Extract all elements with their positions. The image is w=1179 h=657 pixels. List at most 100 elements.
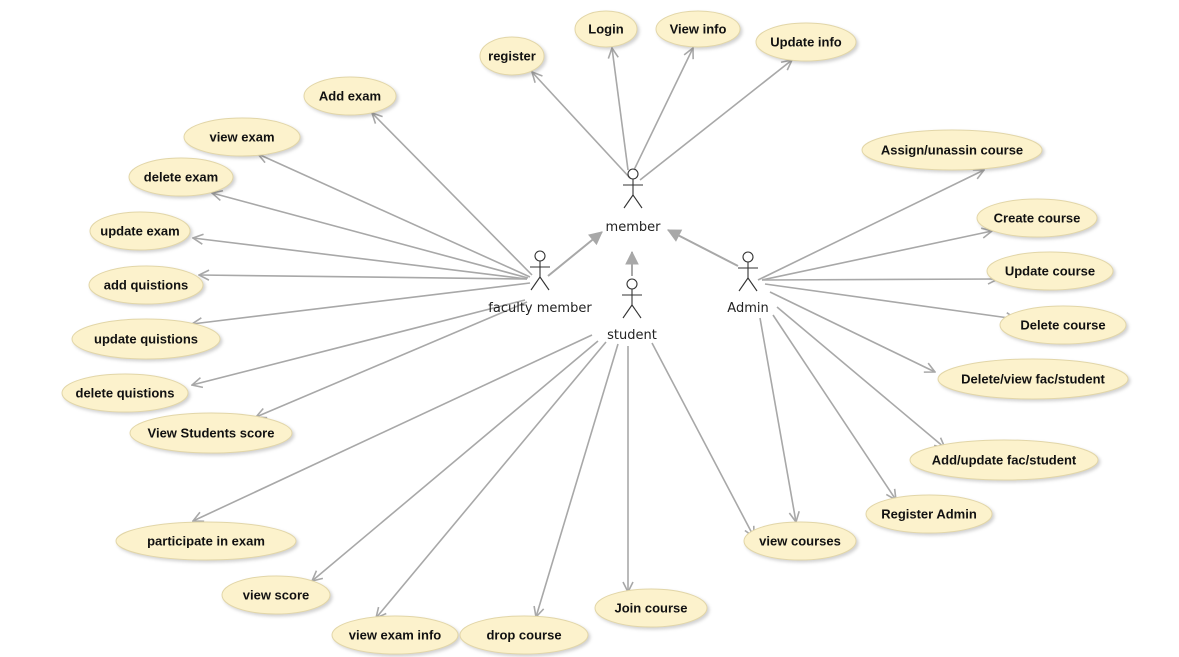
generalization-arrow — [547, 231, 602, 277]
use-case-delete-exam[interactable]: delete exam — [128, 157, 234, 197]
association-arrow — [757, 170, 984, 281]
use-case-label: add quistions — [104, 278, 189, 293]
use-case-ellipse — [128, 157, 234, 197]
use-case-add-exam[interactable]: Add exam — [303, 76, 397, 116]
use-case-delete-quistions[interactable]: delete quistions — [61, 373, 189, 413]
use-case-ellipse — [861, 129, 1043, 171]
use-case-ellipse — [655, 10, 741, 48]
use-case-ellipse — [88, 265, 204, 305]
use-case-update-quistions[interactable]: update quistions — [71, 318, 221, 360]
use-case-ellipse — [999, 305, 1127, 345]
use-case-ellipse — [743, 521, 857, 561]
use-case-ellipse — [986, 251, 1114, 291]
use-case-label: Add/update fac/student — [932, 453, 1077, 468]
generalization-arrow — [668, 229, 739, 267]
use-case-update-exam[interactable]: update exam — [89, 211, 191, 251]
use-case-label: update exam — [100, 224, 179, 239]
use-case-ellipse — [71, 318, 221, 360]
actor-figure-icon — [623, 168, 643, 209]
use-case-label: update quistions — [94, 332, 198, 347]
use-case-register-admin[interactable]: Register Admin — [865, 494, 993, 534]
association-arrow — [761, 279, 998, 280]
use-case-view-students-score[interactable]: View Students score — [129, 412, 293, 454]
association-arrow — [193, 238, 528, 280]
use-case-ellipse — [89, 211, 191, 251]
use-case-login[interactable]: Login — [574, 10, 638, 48]
use-case-label: Create course — [994, 211, 1081, 226]
actor-faculty-member[interactable]: faculty member — [488, 250, 592, 316]
use-case-ellipse — [221, 575, 331, 615]
use-case-add-update-fac-student[interactable]: Add/update fac/student — [909, 439, 1099, 481]
use-case-join-course[interactable]: Join course — [594, 588, 708, 628]
association-arrow — [633, 48, 693, 171]
association-arrow — [192, 282, 531, 324]
use-case-label: View info — [670, 22, 727, 37]
association-arrow — [612, 48, 629, 171]
use-case-ellipse — [479, 36, 545, 76]
use-case-delete-view-fac-student[interactable]: Delete/view fac/student — [937, 358, 1129, 400]
association-arrow — [256, 301, 528, 417]
association-arrow — [199, 275, 528, 279]
use-case-create-course[interactable]: Create course — [976, 198, 1098, 238]
actor-label-admin: Admin — [727, 301, 768, 316]
actor-label-student: student — [607, 328, 657, 343]
actors: member faculty member student — [488, 168, 769, 343]
use-case-ellipse — [129, 412, 293, 454]
use-case-label: view exam info — [349, 628, 442, 643]
use-case-label: Login — [588, 22, 623, 37]
use-case-label: view courses — [759, 534, 841, 549]
use-case-label: Update course — [1005, 264, 1095, 279]
association-arrow — [532, 72, 631, 179]
use-case-drop-course[interactable]: drop course — [459, 615, 589, 655]
use-case-update-course[interactable]: Update course — [986, 251, 1114, 291]
use-case-ellipse — [115, 521, 297, 561]
association-arrow — [192, 299, 526, 385]
use-case-view-courses[interactable]: view courses — [743, 521, 857, 561]
use-case-ellipse — [755, 22, 857, 62]
actor-figure-icon — [622, 278, 642, 319]
association-arrow — [772, 314, 896, 500]
use-case-view-score[interactable]: view score — [221, 575, 331, 615]
association-arrow — [312, 340, 599, 581]
use-case-view-exam[interactable]: view exam — [183, 117, 301, 157]
association-arrow — [258, 154, 531, 278]
use-case-label: Update info — [770, 35, 842, 50]
use-case-ellipse — [909, 439, 1099, 481]
actor-label-faculty: faculty member — [488, 301, 592, 316]
use-case-add-quistions[interactable]: add quistions — [88, 265, 204, 305]
actor-label-member: member — [606, 220, 662, 235]
use-case-label: Join course — [615, 601, 688, 616]
use-case-ellipse — [459, 615, 589, 655]
use-case-label: view exam — [209, 130, 274, 145]
use-case-ellipse — [976, 198, 1098, 238]
association-arrow — [193, 334, 593, 521]
actor-student[interactable]: student — [607, 278, 657, 343]
association-arrow — [761, 231, 992, 281]
use-case-label: drop course — [486, 628, 561, 643]
actor-admin[interactable]: Admin — [727, 251, 769, 316]
use-case-ellipse — [61, 373, 189, 413]
use-case-label: view score — [243, 588, 310, 603]
use-case-label: delete exam — [144, 170, 218, 185]
use-case-view-exam-info[interactable]: view exam info — [331, 615, 459, 655]
use-case-delete-course[interactable]: Delete course — [999, 305, 1127, 345]
use-case-ellipse — [937, 358, 1129, 400]
actor-member[interactable]: member — [606, 168, 662, 235]
use-case-ellipse — [574, 10, 638, 48]
use-case-ellipse — [594, 588, 708, 628]
association-arrow — [764, 283, 1016, 319]
use-case-register[interactable]: register — [479, 36, 545, 76]
use-case-ellipse — [331, 615, 459, 655]
associations — [192, 48, 1016, 618]
use-case-label: Assign/unassin course — [881, 143, 1023, 158]
use-case-update-info[interactable]: Update info — [755, 22, 857, 62]
use-case-view-info[interactable]: View info — [655, 10, 741, 48]
use-case-participate-in-exam[interactable]: participate in exam — [115, 521, 297, 561]
use-case-label: delete quistions — [76, 386, 175, 401]
use-case-ellipse — [303, 76, 397, 116]
association-arrow — [651, 342, 754, 537]
association-arrow — [372, 113, 533, 276]
use-case-assign-course[interactable]: Assign/unassin course — [861, 129, 1043, 171]
